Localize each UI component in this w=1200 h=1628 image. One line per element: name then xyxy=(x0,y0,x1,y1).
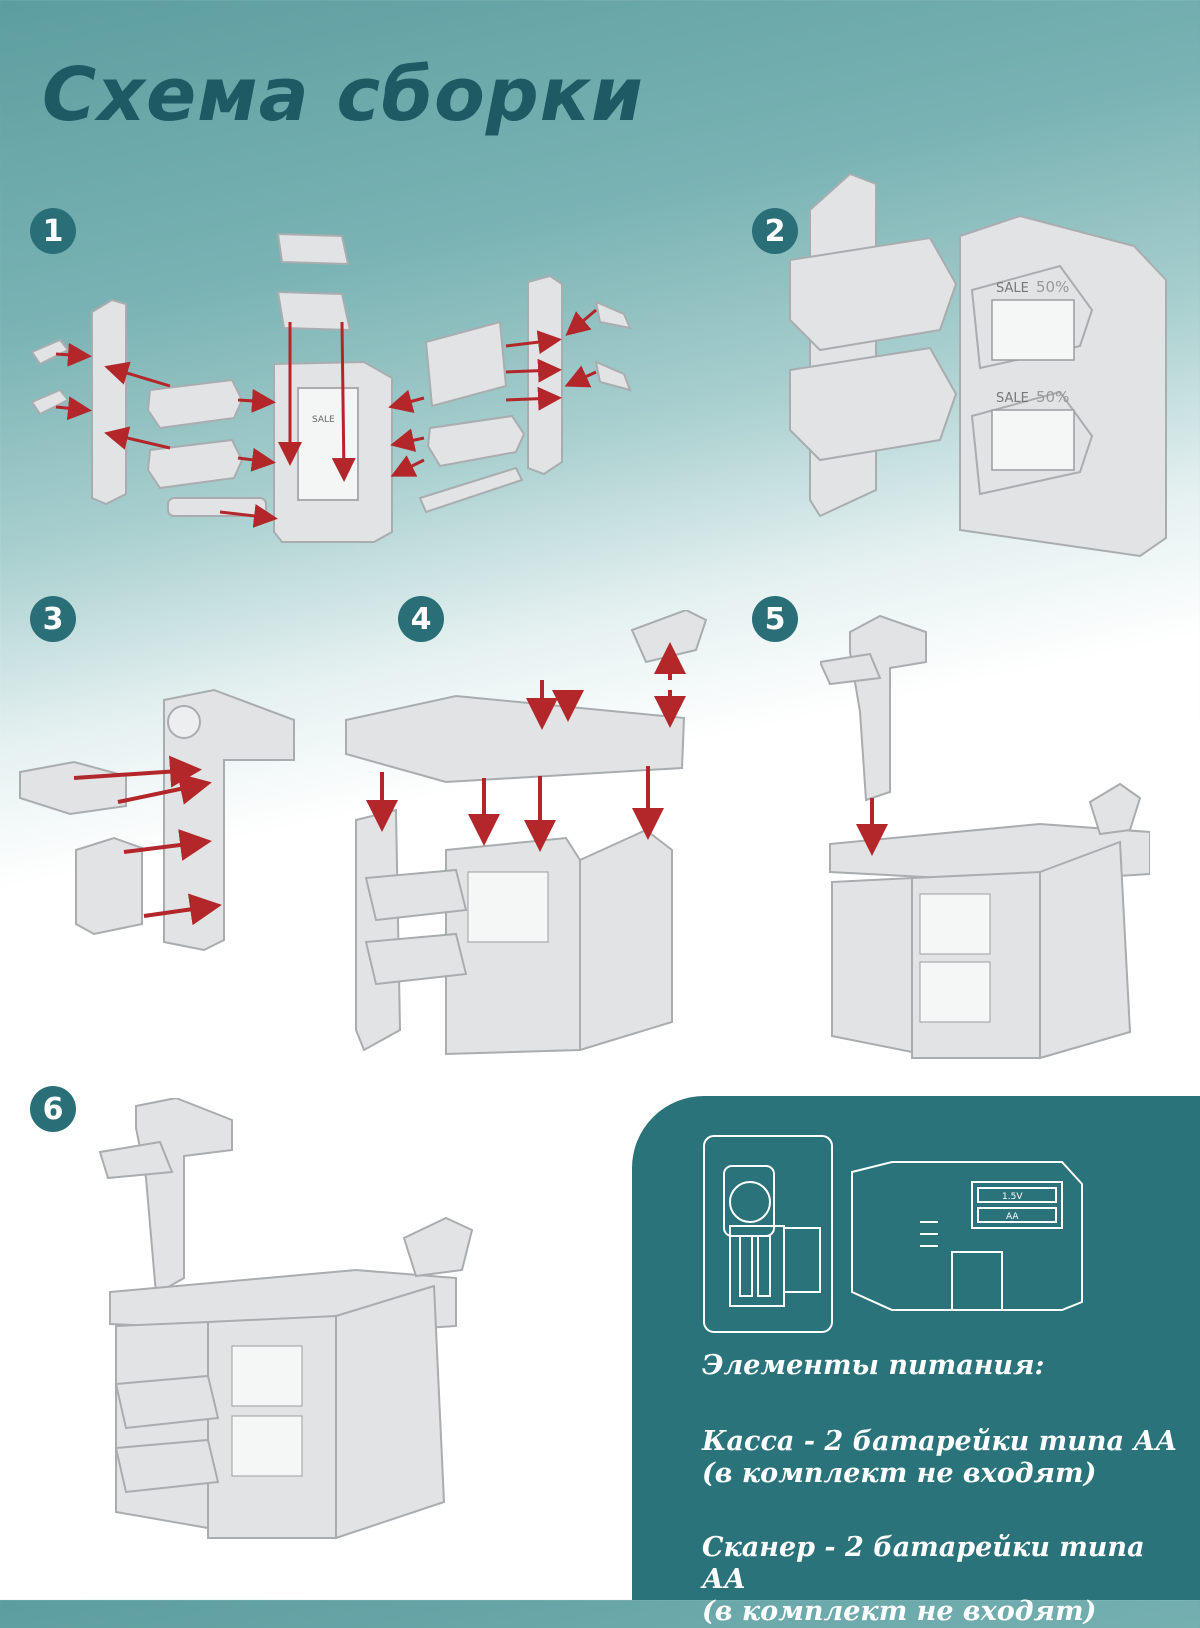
power-info-text: Элементы питания: Касса - 2 батарейки ти… xyxy=(702,1350,1182,1628)
step-badge-1: 1 xyxy=(30,208,76,254)
power-item-1-line2: (в комплект не входят) xyxy=(702,1458,1097,1489)
step-3-diagram xyxy=(14,680,314,980)
step-badge-6: 6 xyxy=(30,1086,76,1132)
power-item-1-line1: Касса - 2 батарейки типа АА xyxy=(702,1426,1178,1457)
sale-label-2: SALE xyxy=(996,281,1029,296)
battery-type-label: AA xyxy=(1006,1212,1019,1222)
discount-label-2: 50% xyxy=(1036,278,1069,296)
sale-label-3: SALE xyxy=(996,391,1029,406)
power-item-2-line2: (в комплект не входят) xyxy=(702,1596,1097,1627)
power-heading: Элементы питания: xyxy=(702,1350,1045,1381)
step-badge-3: 3 xyxy=(30,596,76,642)
step-4-diagram xyxy=(336,610,716,1070)
battery-compartment-diagram: 1.5V AA xyxy=(703,1135,1083,1333)
discount-label-3: 50% xyxy=(1036,388,1069,406)
power-item-2-line1: Сканер - 2 батарейки типа АА xyxy=(702,1532,1145,1595)
sale-label-1: SALE xyxy=(312,415,335,425)
page-title: Схема сборки xyxy=(42,52,644,138)
step-6-diagram xyxy=(96,1098,486,1548)
step-2-diagram: SALE 50% SALE 50% xyxy=(780,170,1180,570)
step-5-diagram xyxy=(820,612,1150,1082)
step-badge-5: 5 xyxy=(752,596,798,642)
step-1-diagram: SALE xyxy=(20,222,660,552)
power-info-panel: 1.5V AA Элементы питания: Касса - 2 бата… xyxy=(632,1096,1200,1627)
battery-voltage-label: 1.5V xyxy=(1002,1192,1023,1202)
step-badge-2: 2 xyxy=(752,208,798,254)
step-badge-4: 4 xyxy=(398,596,444,642)
